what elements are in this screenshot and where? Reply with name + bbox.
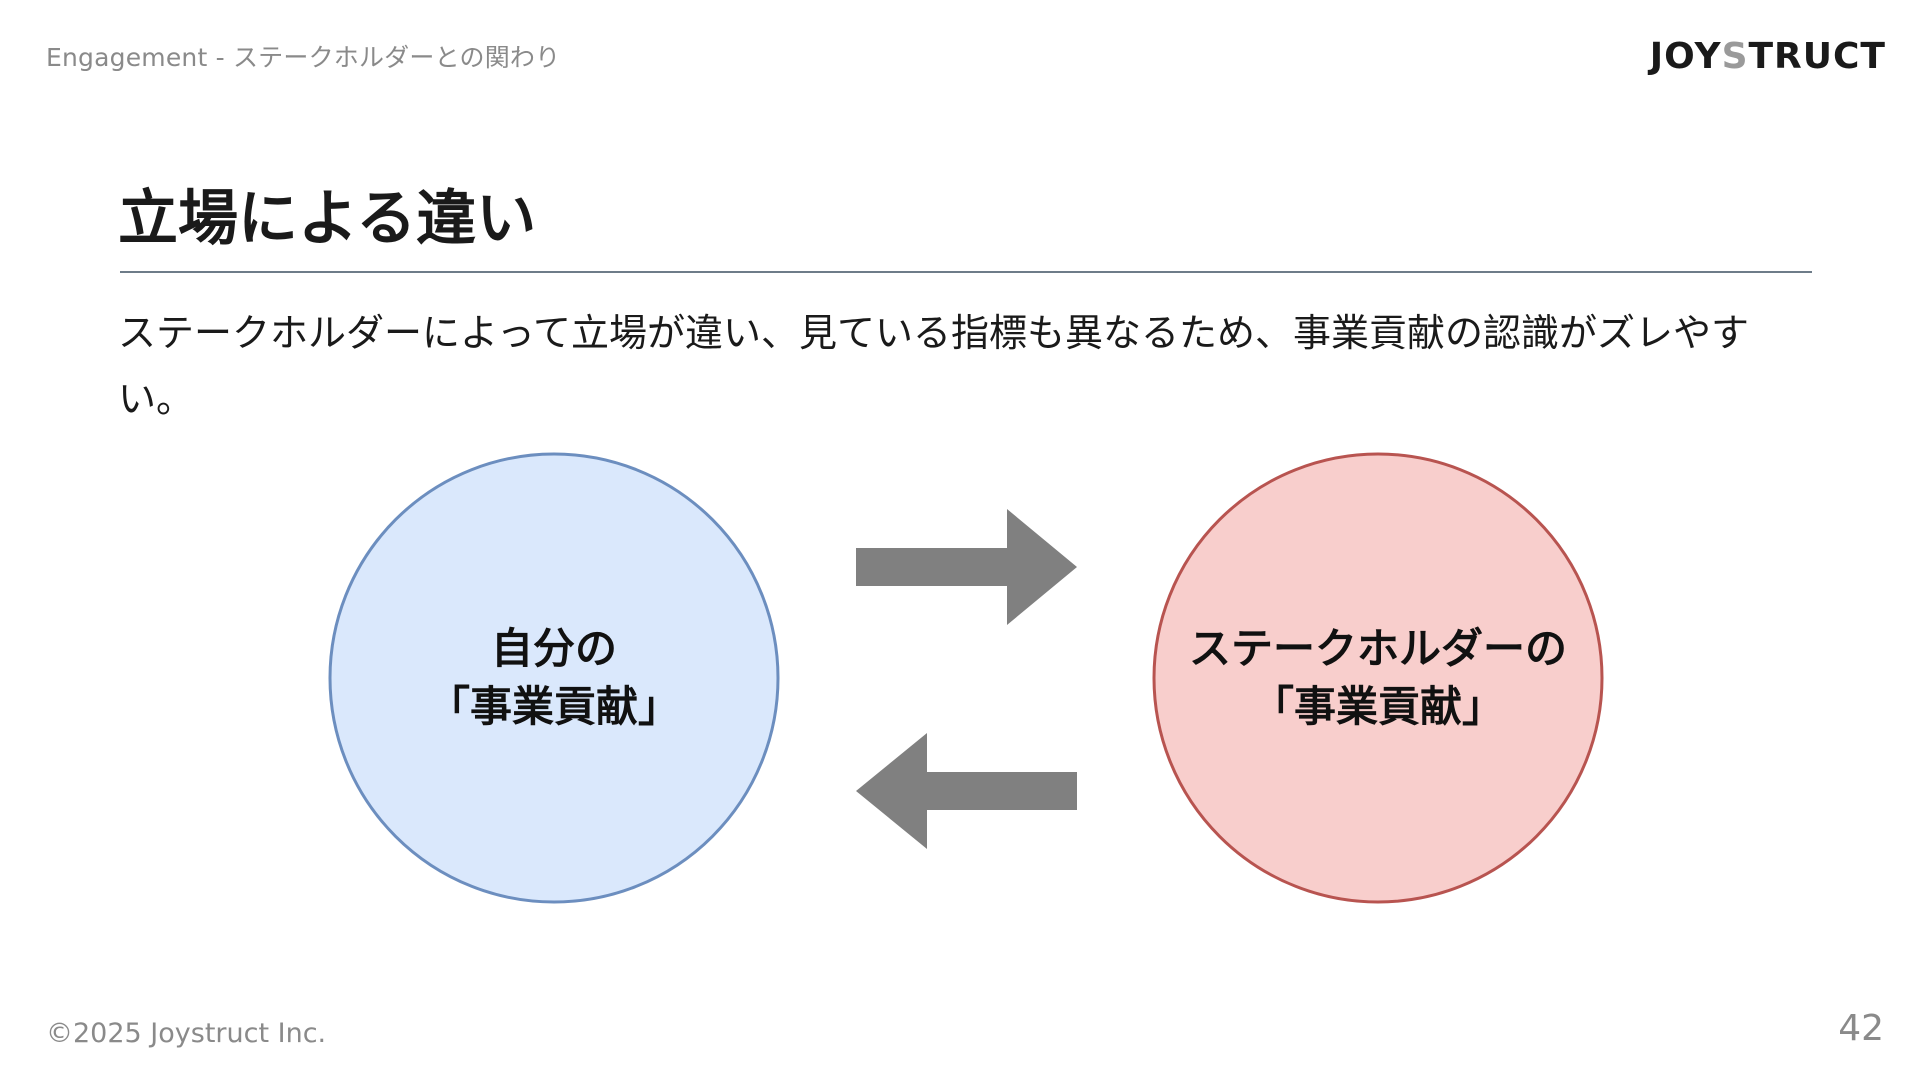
left-circle-label-line1: 自分の xyxy=(490,624,617,673)
left-circle-label: 自分の 「事業貢献」 xyxy=(314,620,794,736)
logo-text-start: JOY xyxy=(1649,36,1722,77)
right-circle-label-line1: ステークホルダーの xyxy=(1188,624,1567,673)
logo-text-end: TRUCT xyxy=(1748,36,1886,77)
arrow-left-icon xyxy=(856,733,1077,849)
arrow-right-icon xyxy=(856,509,1077,625)
left-circle-label-line2: 「事業貢献」 xyxy=(427,682,680,731)
slide-description: ステークホルダーによって立場が違い、見ている指標も異なるため、事業貢献の認識がズ… xyxy=(118,311,1749,421)
logo-text-accent: S xyxy=(1721,36,1749,77)
breadcrumb: Engagement - ステークホルダーとの関わり xyxy=(46,43,561,72)
title-divider xyxy=(120,271,1812,273)
right-circle-label: ステークホルダーの 「事業貢献」 xyxy=(1138,620,1618,736)
right-circle-label-line2: 「事業貢献」 xyxy=(1251,682,1504,731)
brand-logo: JOYSTRUCT xyxy=(1650,36,1886,77)
footer-copyright: ©2025 Joystruct Inc. xyxy=(46,1018,327,1049)
page-number: 42 xyxy=(1838,1008,1884,1049)
page-title: 立場による違い xyxy=(118,184,537,254)
